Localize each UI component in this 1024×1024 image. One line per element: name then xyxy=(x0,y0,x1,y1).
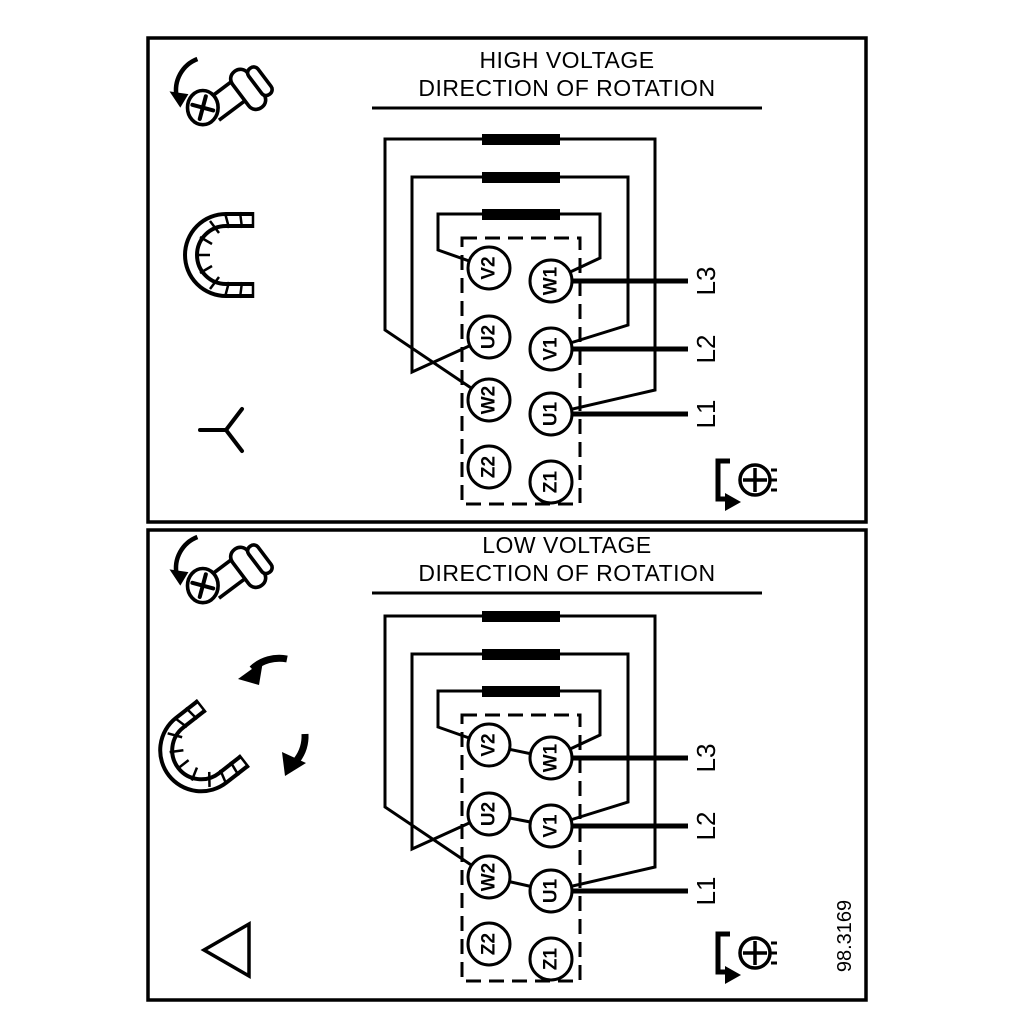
terminal-w2: W2 xyxy=(466,854,512,900)
jumper-wires xyxy=(383,614,657,893)
supply-lines xyxy=(560,278,688,417)
terminals: V2 U2 W2 Z2 W1 V1 xyxy=(466,245,574,505)
terminal-label: U2 xyxy=(479,325,500,349)
jumper-bar xyxy=(482,172,560,183)
terminal-v2: V2 xyxy=(466,245,512,291)
jumper-strap-icon xyxy=(147,699,250,806)
jumper-bars xyxy=(482,611,560,697)
terminal-label: U2 xyxy=(479,802,500,826)
supply-line-label-l1: L1 xyxy=(691,400,721,429)
jumper-bar xyxy=(482,209,560,220)
terminal-u1: U1 xyxy=(528,391,574,437)
star-connection-icon xyxy=(198,407,244,453)
tighten-screw-icon xyxy=(718,461,777,511)
terminal-label: Z2 xyxy=(479,933,500,955)
terminal-label: V2 xyxy=(479,256,500,279)
figure-number: 98.3169 xyxy=(834,900,856,972)
terminal-label: V2 xyxy=(479,733,500,756)
terminal-w1: W1 xyxy=(528,258,574,304)
supply-line-label-l3: L3 xyxy=(691,744,721,773)
low-voltage-panel: LOW VOLTAGE DIRECTION OF ROTATION V2 xyxy=(146,528,868,1002)
terminal-u2: U2 xyxy=(466,314,512,360)
panel-title-line2: DIRECTION OF ROTATION xyxy=(418,75,715,101)
terminal-w1: W1 xyxy=(528,735,574,781)
terminal-u2: U2 xyxy=(466,791,512,837)
terminals: V2 U2 W2 Z2 W1 V1 xyxy=(466,722,574,982)
supply-line-label-l2: L2 xyxy=(691,812,721,841)
terminal-label: U1 xyxy=(541,878,562,903)
unscrew-screw-icon xyxy=(170,537,275,603)
tighten-screw-icon xyxy=(718,934,777,984)
supply-line-label-l1: L1 xyxy=(691,877,721,906)
panel-title-line2: DIRECTION OF ROTATION xyxy=(418,560,715,586)
delta-connection-icon xyxy=(202,922,251,978)
terminal-w2: W2 xyxy=(466,377,512,423)
panel-title-line1: LOW VOLTAGE xyxy=(482,532,652,558)
supply-lines xyxy=(560,755,688,894)
jumper-strap-icon xyxy=(191,212,254,298)
terminal-z1: Z1 xyxy=(528,936,574,982)
jumper-wires xyxy=(383,137,657,416)
panel-border xyxy=(146,36,868,524)
supply-line-label-l3: L3 xyxy=(691,267,721,296)
move-jumper-arrows-icon xyxy=(238,654,309,776)
terminal-v2: V2 xyxy=(466,722,512,768)
terminal-z2: Z2 xyxy=(466,921,512,967)
supply-line-labels: L3 L2 L1 xyxy=(691,267,721,429)
high-voltage-panel: HIGH VOLTAGE DIRECTION OF ROTATION V2 U2 xyxy=(146,36,868,524)
terminal-label: Z1 xyxy=(541,470,562,493)
terminal-label: W2 xyxy=(479,386,500,415)
supply-line-labels: L3 L2 L1 xyxy=(691,744,721,906)
terminal-label: Z1 xyxy=(541,947,562,970)
terminal-label: Z2 xyxy=(479,456,500,478)
terminal-v1: V1 xyxy=(528,326,574,372)
terminal-label: V1 xyxy=(541,814,562,838)
terminal-z2: Z2 xyxy=(466,444,512,490)
jumper-bar xyxy=(482,134,560,145)
panel-border xyxy=(146,528,868,1002)
jumper-bars xyxy=(482,134,560,220)
terminal-label: W1 xyxy=(541,266,562,295)
terminal-label: W2 xyxy=(479,863,500,892)
terminal-label: U1 xyxy=(541,401,562,426)
jumper-bar xyxy=(482,611,560,622)
terminal-label: V1 xyxy=(541,337,562,361)
jumper-bar xyxy=(482,686,560,697)
unscrew-screw-icon xyxy=(170,59,275,125)
panel-title-line1: HIGH VOLTAGE xyxy=(479,47,654,73)
terminal-v1: V1 xyxy=(528,803,574,849)
supply-line-label-l2: L2 xyxy=(691,335,721,364)
terminal-label: W1 xyxy=(541,743,562,772)
jumper-bar xyxy=(482,649,560,660)
terminal-u1: U1 xyxy=(528,868,574,914)
terminal-z1: Z1 xyxy=(528,459,574,505)
